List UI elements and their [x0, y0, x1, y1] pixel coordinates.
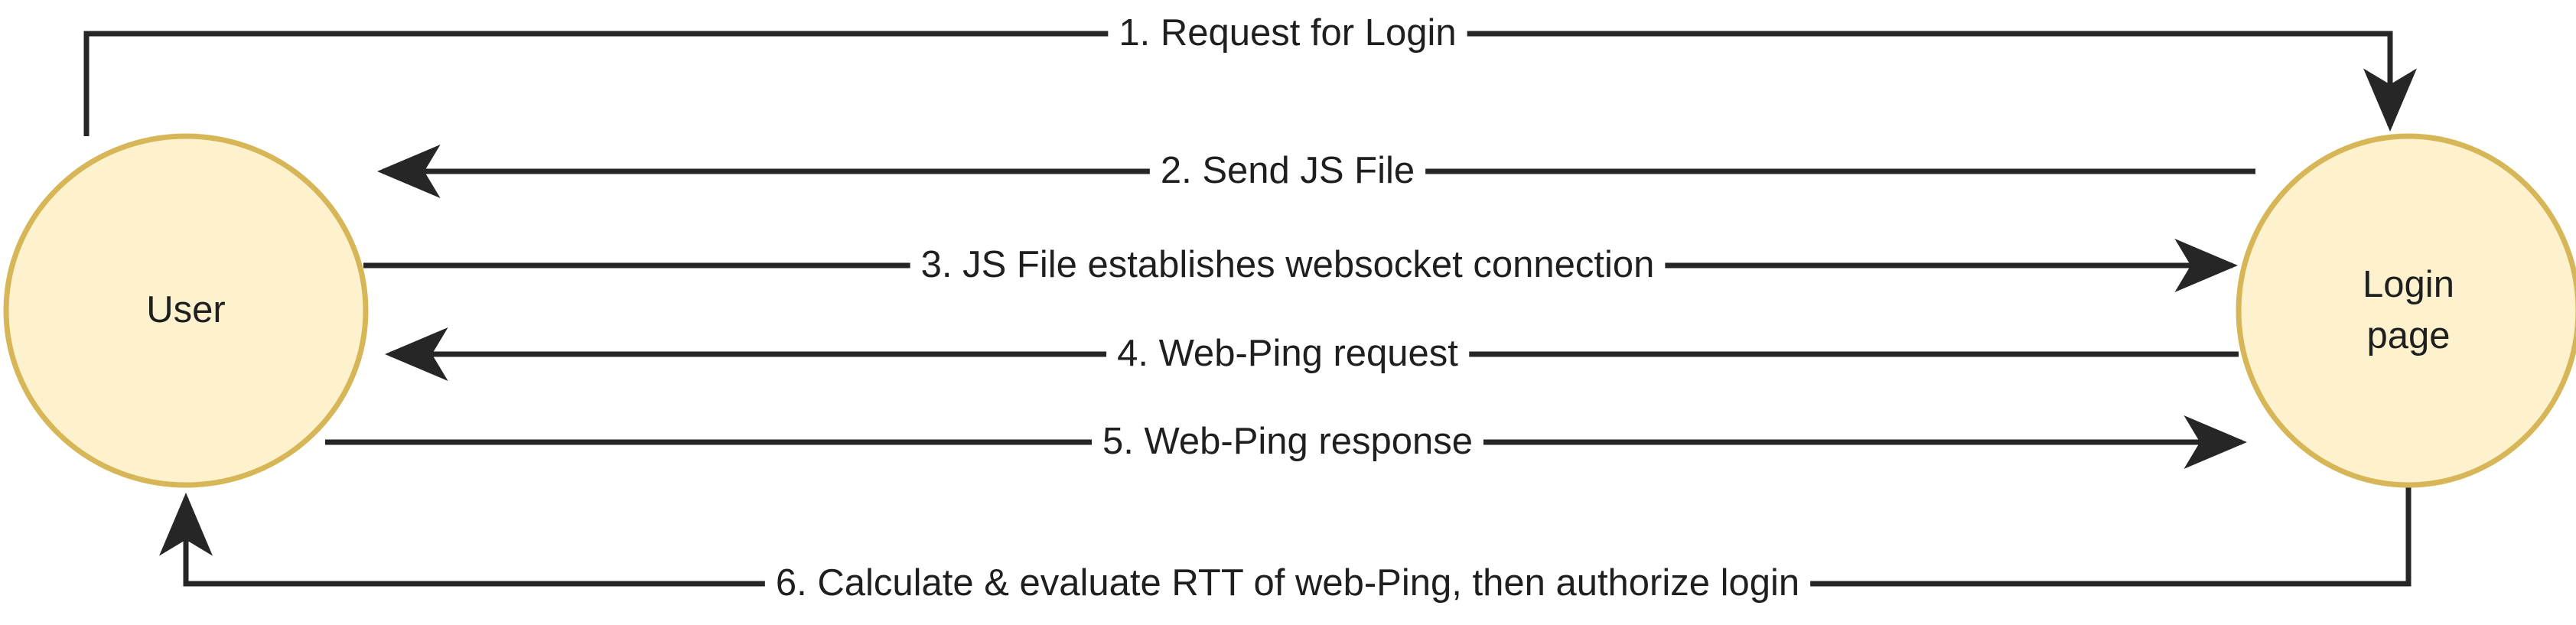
edge-1-label: 1. Request for Login: [1119, 12, 1456, 54]
edge-6-label: 6. Calculate & evaluate RTT of web-Ping,…: [776, 562, 1799, 604]
login-page-circle-shape: [2236, 133, 2576, 488]
edge-4-label: 4. Web-Ping request: [1117, 333, 1458, 374]
edge-6-calculate-evaluate-rtt[interactable]: 6. Calculate & evaluate RTT of web-Ping,…: [159, 485, 2412, 607]
edge-4-label-backdrop: [1106, 329, 1470, 377]
edge-5-label-backdrop: [1092, 417, 1483, 465]
edge-3-js-file-establishes-websocket-connection[interactable]: 3. JS File establishes websocket connect…: [363, 239, 2238, 293]
node-user[interactable]: User: [3, 133, 369, 488]
edge-2-send-js-file[interactable]: 2. Send JS File: [377, 144, 2255, 198]
edge-3-label: 3. JS File establishes websocket connect…: [921, 244, 1655, 285]
user-circle-shape: [3, 133, 369, 488]
login-page-node-label-line-2: page: [2366, 315, 2450, 356]
edge-5-label: 5. Web-Ping response: [1102, 421, 1473, 462]
edge-2-label-backdrop: [1149, 146, 1426, 194]
edge-6-label-backdrop: [764, 558, 1811, 607]
edge-2-label: 2. Send JS File: [1161, 150, 1415, 191]
node-login-page[interactable]: Login page: [2236, 133, 2576, 488]
edge-1-label-backdrop: [1108, 8, 1467, 57]
edge-1-request-for-login[interactable]: 1. Request for Login: [83, 8, 2417, 136]
user-node-label: User: [146, 289, 225, 330]
edge-4-web-ping-request[interactable]: 4. Web-Ping request: [385, 327, 2239, 381]
edge-5-web-ping-response[interactable]: 5. Web-Ping response: [325, 415, 2247, 470]
edge-3-label-backdrop: [910, 240, 1666, 288]
login-page-node-label-line-1: Login: [2363, 264, 2454, 305]
